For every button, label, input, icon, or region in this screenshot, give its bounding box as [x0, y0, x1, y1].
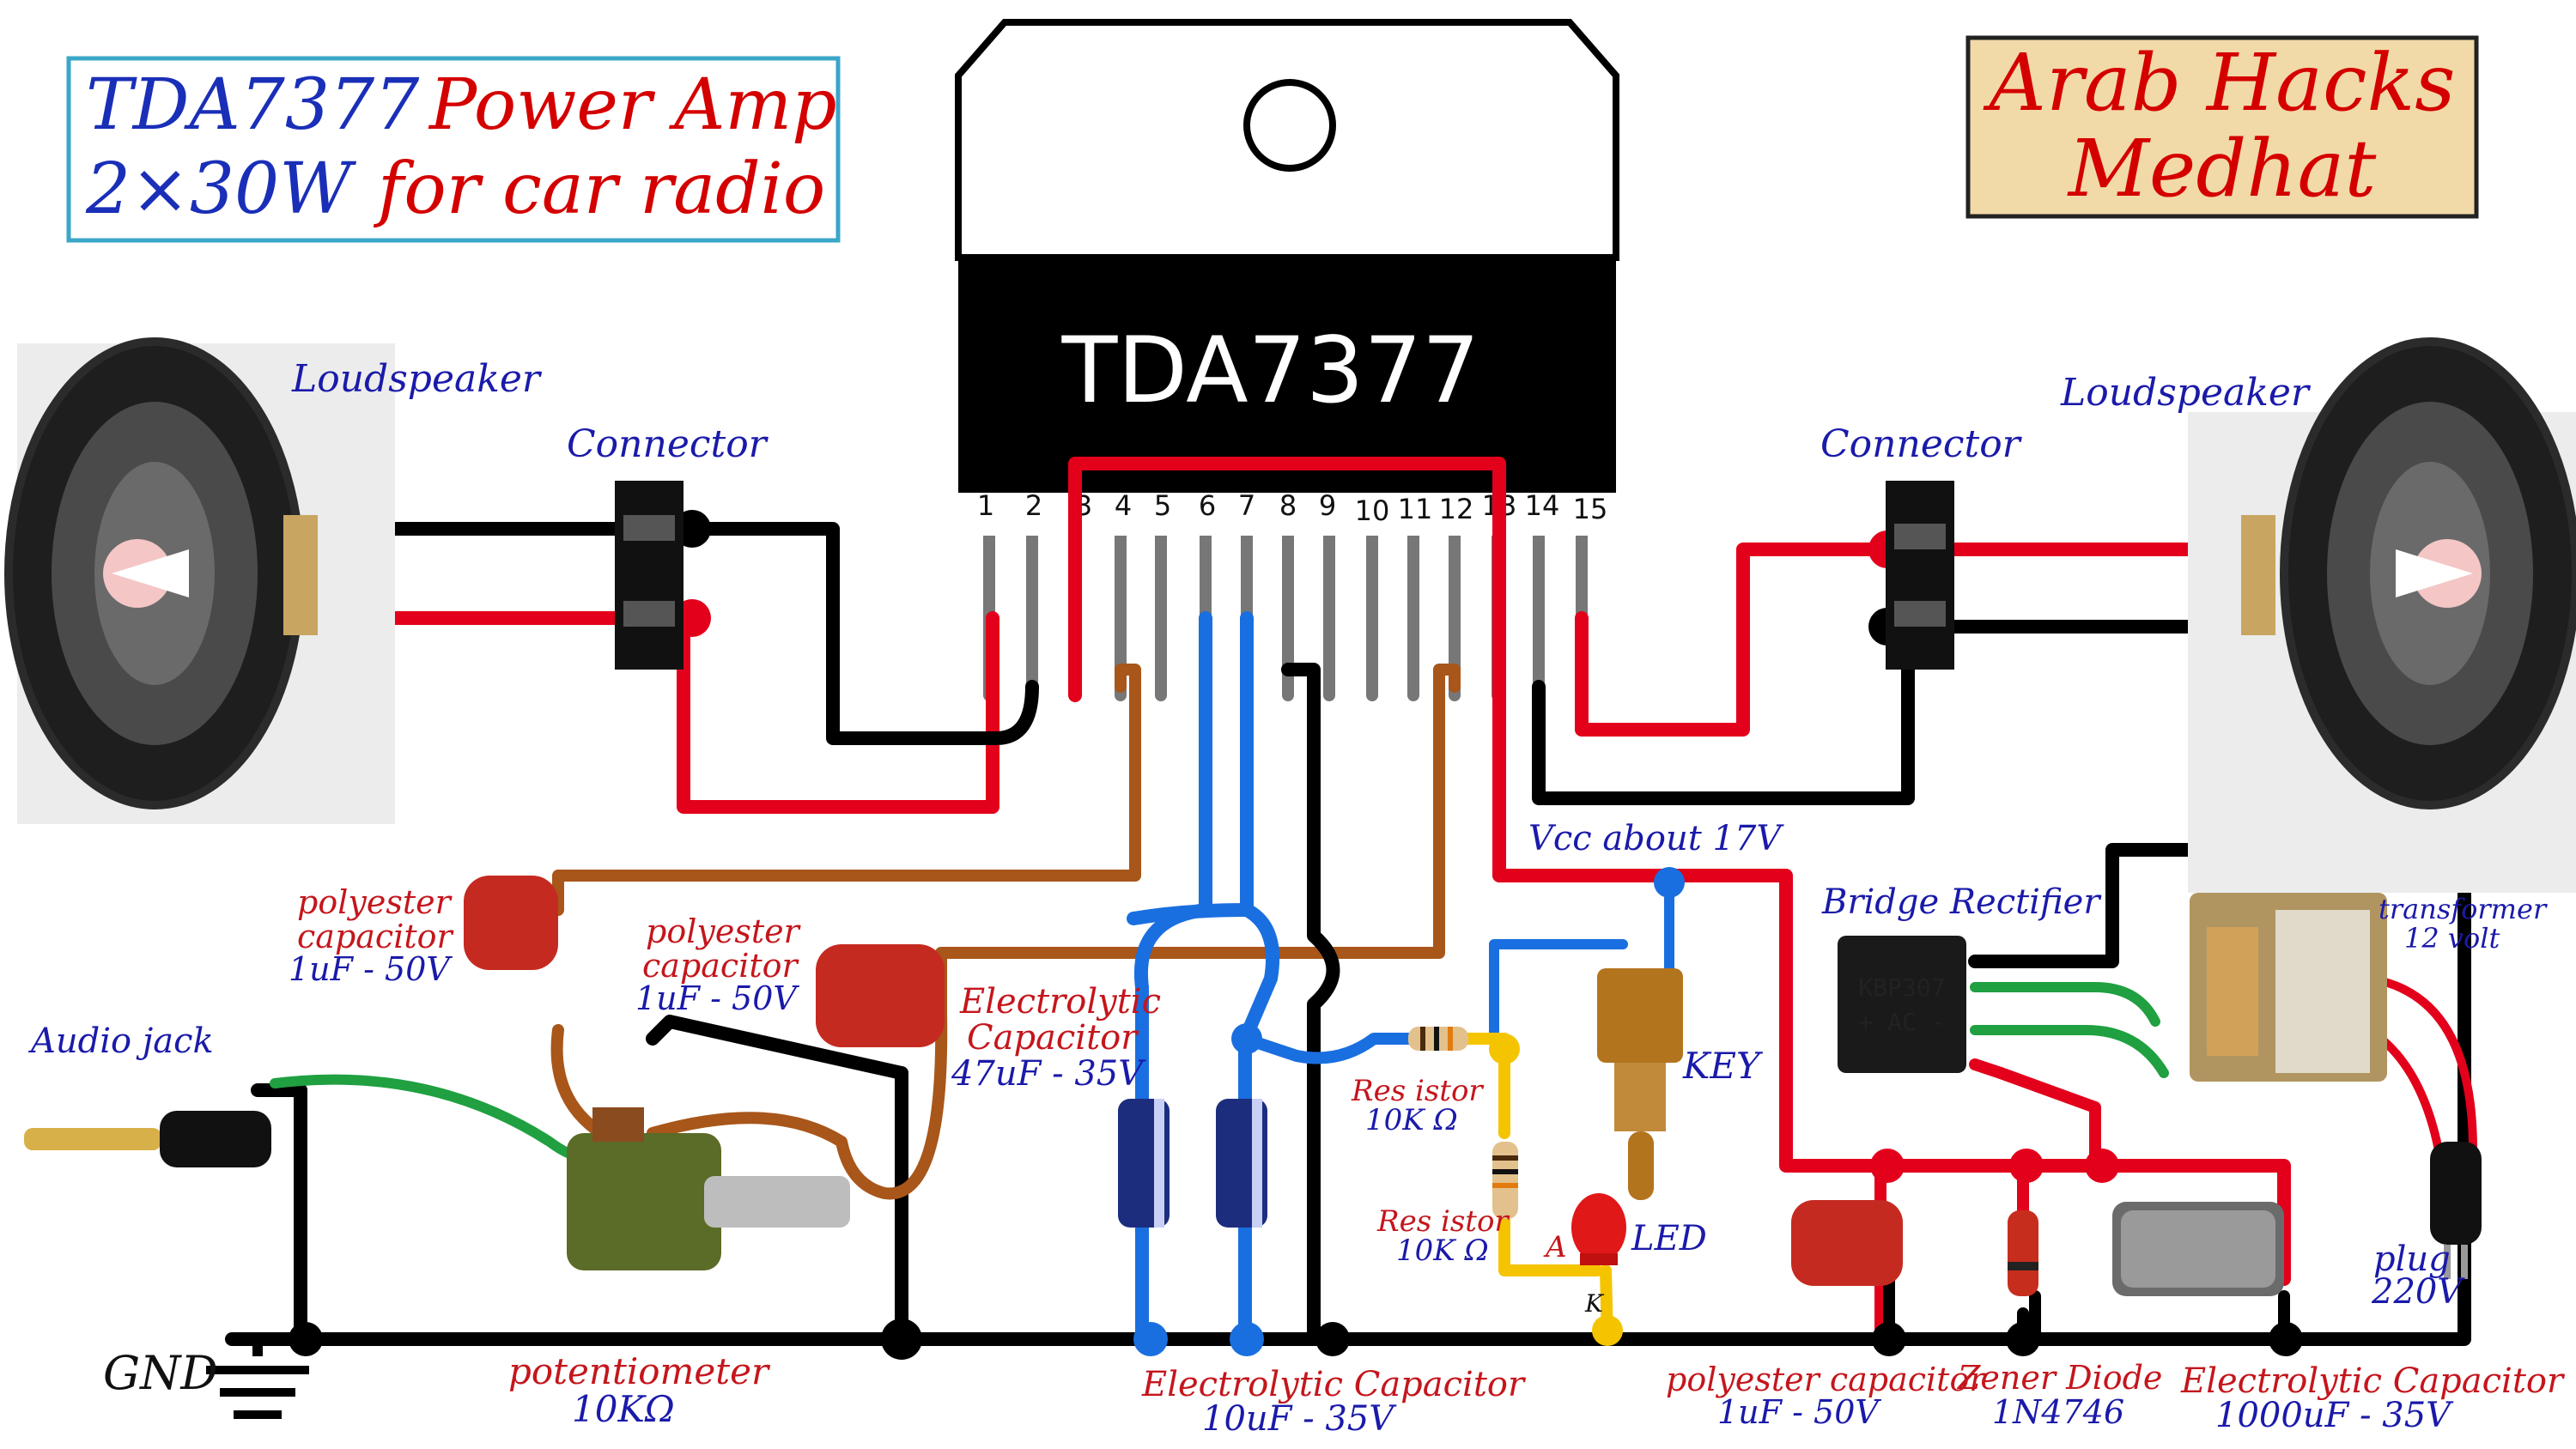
label-connector-left: Connector [567, 422, 769, 466]
pin-label-1: 1 [977, 489, 994, 522]
zener-diode [2008, 1210, 2038, 1296]
wires [225, 457, 2477, 1346]
audio-jack [24, 1111, 271, 1167]
left-loudspeaker [4, 337, 395, 824]
label-electro1000-2: 1000uF - 35V [2215, 1396, 2454, 1435]
label-pot-1: potentiometer [508, 1350, 771, 1392]
polyester-capacitor-2 [816, 944, 945, 1047]
pin-label-9: 9 [1319, 489, 1336, 522]
label-electro47-3: 47uF - 35V [951, 1054, 1146, 1094]
potentiometer [567, 1107, 850, 1270]
power-plug [2430, 1142, 2482, 1279]
label-zener-1: Zener Diode [1957, 1359, 2162, 1397]
label-electro1000-1: Electrolytic Capacitor [2180, 1361, 2566, 1401]
label-electro47-2: Capacitor [967, 1018, 1139, 1058]
label-polyester3-1: polyester capacitor [1666, 1361, 1987, 1398]
title-power-amp: Power Amp [428, 64, 837, 146]
title-box: TDA7377 Power Amp 2×30W for car radio [66, 56, 841, 243]
label-polyester3-2: 1uF - 50V [1717, 1393, 1881, 1431]
brand-box: Arab Hacks Medhat [1965, 35, 2479, 219]
pin-label-12: 12 [1439, 493, 1474, 525]
bridge-rectifier: KBP307 + AC - [1838, 936, 1966, 1073]
right-speaker-black-wire [1532, 620, 2231, 805]
label-vcc: Vcc about 17V [1528, 819, 1784, 858]
left-connector [615, 481, 683, 670]
electrolytic-capacitor-10uf-1 [1118, 1099, 1170, 1228]
label-connector-right: Connector [1820, 422, 2023, 466]
label-plug-1: plug [2373, 1240, 2451, 1279]
ac-green-wire [1970, 982, 2160, 1027]
bridge-marking-1: KBP307 [1858, 973, 1945, 1002]
transformer [2190, 893, 2387, 1082]
label-res1-1: Res istor [1351, 1074, 1484, 1108]
electrolytic-capacitor-10uf-2 [1216, 1099, 1267, 1228]
label-res1-2: 10K Ω [1365, 1103, 1458, 1137]
label-polyester1-1: polyester [297, 883, 453, 921]
pin-label-11: 11 [1398, 493, 1433, 525]
tda7377-chip: TDA7377 1 2 3 4 5 6 7 [955, 19, 1619, 701]
label-polyester2-2: capacitor [642, 947, 800, 985]
label-polyester1-2: capacitor [297, 918, 455, 955]
label-polyester1-3: 1uF - 50V [289, 950, 453, 988]
title-chip: TDA7377 [86, 64, 420, 146]
label-led-anode: A [1543, 1230, 1567, 1264]
label-electro10-2: 10uF - 35V [1202, 1399, 1397, 1439]
label-polyester2-1: polyester [646, 912, 802, 950]
pin-label-15: 15 [1573, 493, 1608, 525]
label-res2-2: 10K Ω [1396, 1234, 1489, 1268]
label-polyester2-3: 1uF - 50V [635, 979, 799, 1017]
pin-label-7: 7 [1238, 489, 1255, 522]
pin-label-10: 10 [1355, 494, 1390, 527]
right-loudspeaker [2188, 337, 2576, 893]
right-connector [1886, 481, 1954, 670]
title-car-radio: for car radio [373, 149, 825, 230]
vcc-wire [1068, 457, 2291, 1286]
label-pot-2: 10KΩ [572, 1388, 675, 1430]
label-audio-jack: Audio jack [27, 1022, 214, 1061]
mounting-hole [1243, 79, 1336, 172]
key-switch [1597, 968, 1683, 1200]
pin-label-5: 5 [1154, 489, 1171, 522]
label-led-cathode: K [1584, 1289, 1605, 1318]
polyester-capacitor-3 [1791, 1200, 1903, 1286]
label-led: LED [1631, 1219, 1707, 1258]
pin6-blue-wire [1134, 611, 1212, 1114]
label-gnd: GND [103, 1346, 218, 1400]
label-electro47-1: Electrolytic [959, 982, 1161, 1022]
pin7-blue-wire [1238, 903, 1280, 1114]
pin-label-2: 2 [1025, 489, 1042, 522]
label-loudspeaker-left: Loudspeaker [291, 357, 543, 401]
pin-label-8: 8 [1279, 489, 1297, 522]
electrolytic-capacitor-1000uf [2112, 1202, 2284, 1296]
label-transformer-2: 12 volt [2404, 922, 2500, 955]
polyester-capacitor-1 [464, 876, 558, 970]
brand-line2: Medhat [2067, 123, 2378, 215]
bridge-marking-2: + AC - [1858, 1008, 1945, 1036]
label-bridge-rectifier: Bridge Rectifier [1821, 882, 2102, 922]
left-speaker-black-wire [340, 522, 1039, 745]
ground-symbol [206, 1339, 309, 1419]
input1-brown-wire [552, 664, 1141, 916]
chip-label: TDA7377 [1061, 318, 1480, 423]
label-transformer-1: transformer [2379, 893, 2548, 925]
label-zener-2: 1N4746 [1992, 1393, 2124, 1431]
label-loudspeaker-right: Loudspeaker [2060, 371, 2312, 415]
resistor-1 [1408, 1027, 1468, 1051]
pin8-ground-wire [1281, 663, 1340, 1346]
led [1571, 1193, 1626, 1265]
label-key: KEY [1682, 1045, 1764, 1087]
pin-label-14: 14 [1525, 489, 1560, 522]
label-electro10-1: Electrolytic Capacitor [1141, 1365, 1527, 1404]
label-res2-1: Res istor [1376, 1204, 1510, 1239]
pin-label-6: 6 [1199, 489, 1216, 522]
pin-label-4: 4 [1115, 489, 1132, 522]
audio-green-wire [270, 1074, 606, 1162]
brand-line1: Arab Hacks [1983, 37, 2456, 129]
resistor-2 [1492, 1142, 1518, 1219]
title-power: 2×30W [85, 149, 356, 230]
label-plug-2: 220V [2371, 1272, 2465, 1312]
